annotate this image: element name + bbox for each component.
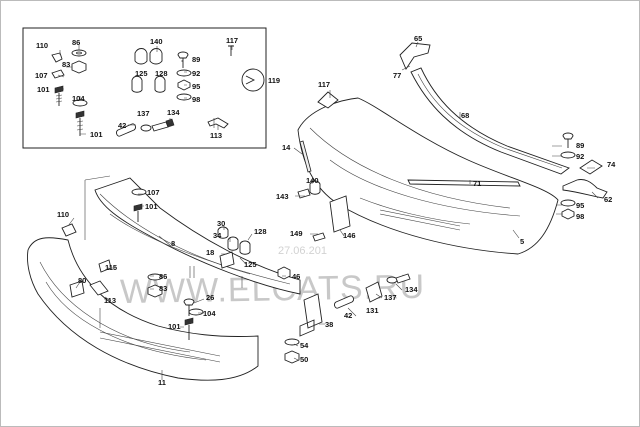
label-14: 14 xyxy=(282,143,291,152)
front-bumper-assembly xyxy=(27,175,411,381)
label-134: 134 xyxy=(405,285,418,294)
label-42: 42 xyxy=(344,311,352,320)
label-18: 18 xyxy=(206,248,214,257)
label-89: 89 xyxy=(576,141,584,150)
part-trim-65 xyxy=(399,42,431,70)
label-71: 71 xyxy=(473,179,481,188)
label-110: 110 xyxy=(36,41,48,50)
part-labels: 110 86 107 83 101 104 101 140 125 128 89… xyxy=(35,34,616,387)
label-98: 98 xyxy=(192,95,200,104)
label-101: 101 xyxy=(90,130,103,139)
label-62: 62 xyxy=(604,195,612,204)
label-83: 83 xyxy=(62,60,70,69)
label-140: 140 xyxy=(306,176,319,185)
label-131: 131 xyxy=(366,306,379,315)
label-46: 46 xyxy=(292,272,300,281)
label-128: 128 xyxy=(155,69,168,78)
part-14 xyxy=(299,140,312,173)
label-128: 128 xyxy=(254,227,267,236)
label-137: 137 xyxy=(137,109,150,118)
label-137: 137 xyxy=(384,293,397,302)
part-bracket xyxy=(207,117,229,129)
watermark-date: 27.06.201 xyxy=(278,245,327,257)
label-149: 149 xyxy=(290,229,303,238)
label-117: 117 xyxy=(318,80,330,89)
part-bolt xyxy=(177,51,189,59)
part-screw xyxy=(54,85,64,94)
label-68: 68 xyxy=(461,111,469,120)
label-80: 80 xyxy=(78,276,86,285)
rear-bumper-assembly xyxy=(297,42,608,255)
detail-inset xyxy=(22,27,267,149)
label-11: 11 xyxy=(158,378,166,387)
label-95: 95 xyxy=(576,201,584,210)
label-26: 26 xyxy=(206,293,214,302)
part-plate-146 xyxy=(329,195,351,233)
label-30: 30 xyxy=(217,219,225,228)
label-101: 101 xyxy=(145,202,158,211)
label-92: 92 xyxy=(192,69,200,78)
part-clip xyxy=(51,52,63,63)
label-92: 92 xyxy=(576,152,584,161)
label-83: 83 xyxy=(159,284,167,293)
label-113: 113 xyxy=(104,296,116,305)
label-77: 77 xyxy=(393,71,401,80)
label-5: 5 xyxy=(520,237,524,246)
label-107: 107 xyxy=(35,71,48,80)
label-113: 113 xyxy=(210,131,222,140)
part-spacer xyxy=(116,123,136,137)
label-34: 34 xyxy=(213,231,222,240)
label-74: 74 xyxy=(607,160,616,169)
part-strip-71 xyxy=(407,179,521,187)
label-119: 119 xyxy=(268,76,280,85)
label-38: 38 xyxy=(325,320,333,329)
label-86: 86 xyxy=(72,38,80,47)
part-bracket-38 xyxy=(299,293,323,337)
label-143: 143 xyxy=(276,192,289,201)
part-62 xyxy=(562,179,608,199)
label-101: 101 xyxy=(168,322,181,331)
label-95: 95 xyxy=(192,82,200,91)
label-115: 115 xyxy=(105,263,117,272)
label-134: 134 xyxy=(167,108,180,117)
label-89: 89 xyxy=(192,55,200,64)
label-104: 104 xyxy=(72,94,85,103)
label-42: 42 xyxy=(118,121,126,130)
label-98: 98 xyxy=(576,212,584,221)
part-74 xyxy=(579,159,603,175)
label-117: 117 xyxy=(226,36,238,45)
label-101: 101 xyxy=(37,85,50,94)
label-50: 50 xyxy=(300,355,308,364)
label-54: 54 xyxy=(300,341,309,350)
label-107: 107 xyxy=(147,188,160,197)
label-104: 104 xyxy=(203,309,216,318)
label-146: 146 xyxy=(343,231,356,240)
label-86: 86 xyxy=(159,272,167,281)
part-cover-11 xyxy=(27,237,259,381)
part-clip-140 xyxy=(134,48,148,65)
part-nut xyxy=(71,60,87,74)
label-110: 110 xyxy=(57,210,69,219)
part-carrier-8 xyxy=(94,177,301,295)
label-8: 8 xyxy=(171,239,175,248)
leader-lines xyxy=(57,41,599,380)
label-140: 140 xyxy=(150,37,163,46)
label-125: 125 xyxy=(135,69,148,78)
label-125: 125 xyxy=(244,260,257,269)
label-65: 65 xyxy=(414,34,422,43)
part-trim-68 xyxy=(410,67,570,175)
